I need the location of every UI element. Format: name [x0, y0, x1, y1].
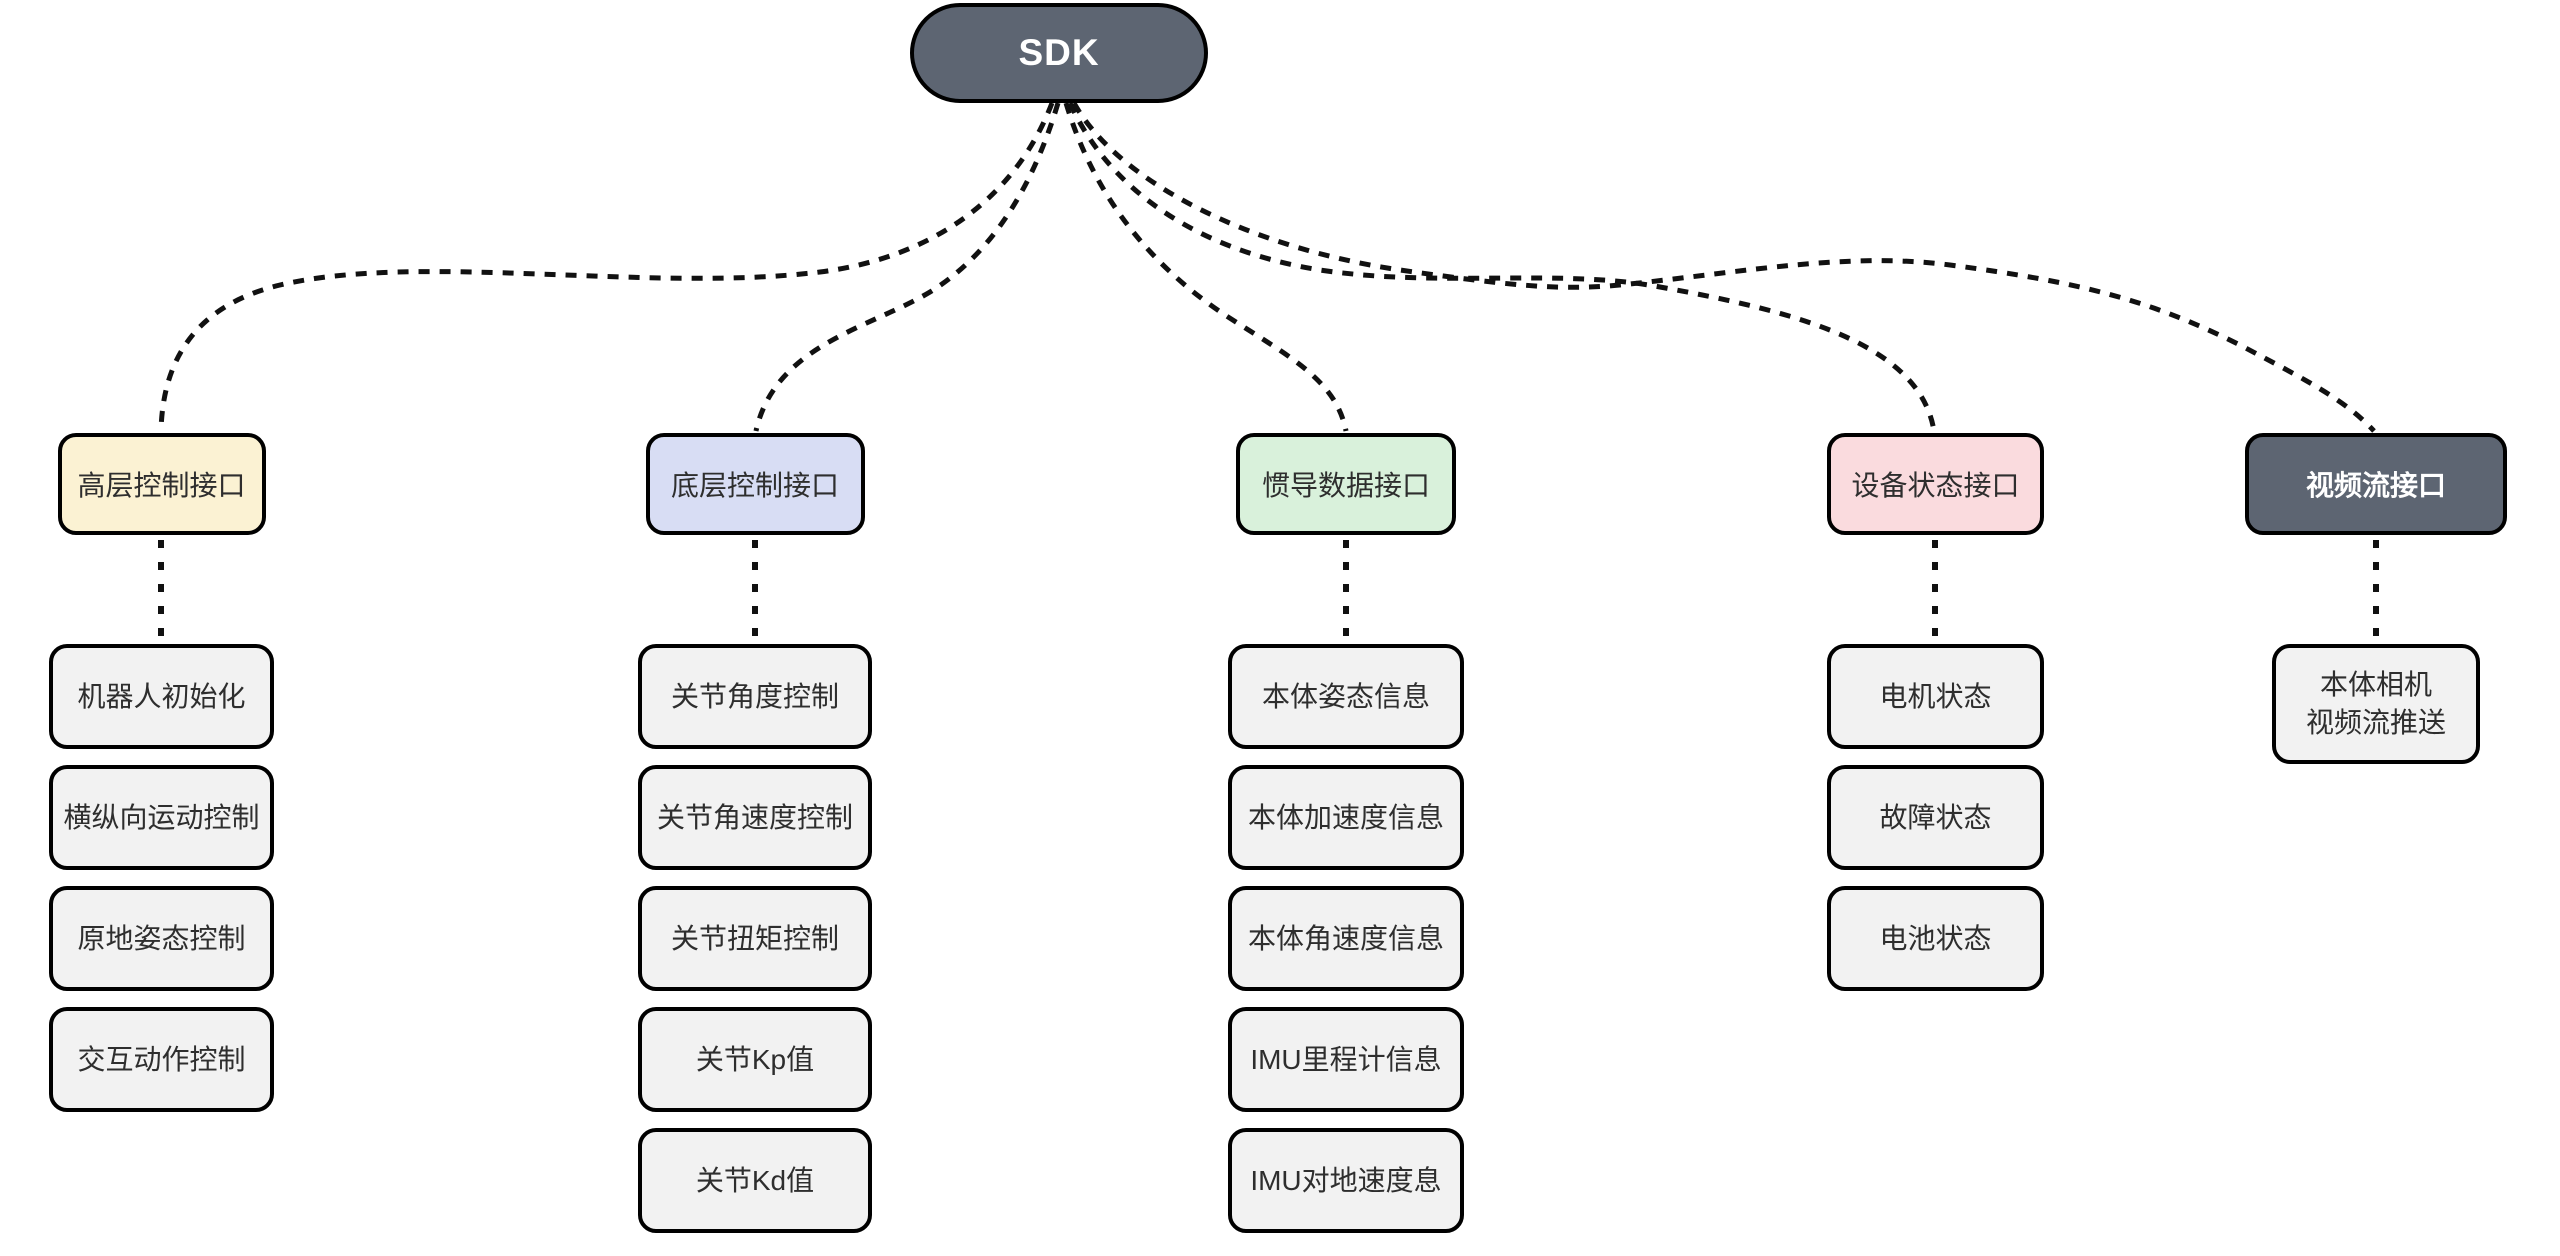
connector-root-to-imu: [1063, 102, 1349, 432]
branch-header-low-level-control: 底层控制接口: [645, 433, 865, 535]
leaf-fault-status: 故障状态: [1827, 765, 2044, 870]
branch-video-stream: 视频流接口 本体相机 视频流推送: [2245, 433, 2507, 764]
branch-low-level-control: 底层控制接口 关节角度控制 关节角速度控制 关节扭矩控制 关节Kp值 关节Kd值: [638, 433, 872, 1233]
leaf-battery-status: 电池状态: [1827, 886, 2044, 991]
leaf-camera-video-push: 本体相机 视频流推送: [2272, 644, 2480, 764]
imu-data-children: 本体姿态信息 本体加速度信息 本体角速度信息 IMU里程计信息 IMU对地速度息: [1228, 644, 1464, 1233]
leaf-joint-torque: 关节扭矩控制: [638, 886, 872, 991]
branch-header-high-level-control: 高层控制接口: [57, 433, 266, 535]
branch-header-imu-data: 惯导数据接口: [1236, 433, 1456, 535]
root-node-sdk: SDK: [910, 3, 1208, 103]
device-status-children: 电机状态 故障状态 电池状态: [1827, 644, 2044, 991]
leaf-body-acceleration: 本体加速度信息: [1228, 765, 1464, 870]
leaf-joint-angle: 关节角度控制: [638, 644, 872, 749]
leaf-in-place-posture: 原地姿态控制: [49, 886, 274, 991]
connector-root-to-low-level: [753, 102, 1061, 432]
leaf-joint-angular-velocity: 关节角速度控制: [638, 765, 872, 870]
branch-header-device-status: 设备状态接口: [1827, 433, 2044, 535]
leaf-imu-ground-speed: IMU对地速度息: [1228, 1128, 1464, 1233]
branch-device-status: 设备状态接口 电机状态 故障状态 电池状态: [1827, 433, 2044, 991]
connector-root-to-video-stream: [1071, 101, 2376, 433]
connector-root-to-device-status: [1067, 101, 1937, 432]
video-stream-children: 本体相机 视频流推送: [2245, 644, 2507, 764]
branch-imu-data: 惯导数据接口 本体姿态信息 本体加速度信息 本体角速度信息 IMU里程计信息 I…: [1228, 433, 1464, 1233]
leaf-joint-kp: 关节Kp值: [638, 1007, 872, 1112]
leaf-lateral-longitudinal-motion: 横纵向运动控制: [49, 765, 274, 870]
leaf-body-angular-velocity: 本体角速度信息: [1228, 886, 1464, 991]
high-level-control-children: 机器人初始化 横纵向运动控制 原地姿态控制 交互动作控制: [49, 644, 274, 1112]
leaf-body-attitude: 本体姿态信息: [1228, 644, 1464, 749]
leaf-robot-init: 机器人初始化: [49, 644, 274, 749]
leaf-motor-status: 电机状态: [1827, 644, 2044, 749]
branch-high-level-control: 高层控制接口 机器人初始化 横纵向运动控制 原地姿态控制 交互动作控制: [49, 433, 274, 1112]
leaf-joint-kd: 关节Kd值: [638, 1128, 872, 1233]
branch-header-video-stream: 视频流接口: [2245, 433, 2507, 535]
leaf-imu-odometry: IMU里程计信息: [1228, 1007, 1464, 1112]
low-level-control-children: 关节角度控制 关节角速度控制 关节扭矩控制 关节Kp值 关节Kd值: [638, 644, 872, 1233]
connector-root-to-high-level: [158, 102, 1055, 432]
leaf-interactive-action: 交互动作控制: [49, 1007, 274, 1112]
